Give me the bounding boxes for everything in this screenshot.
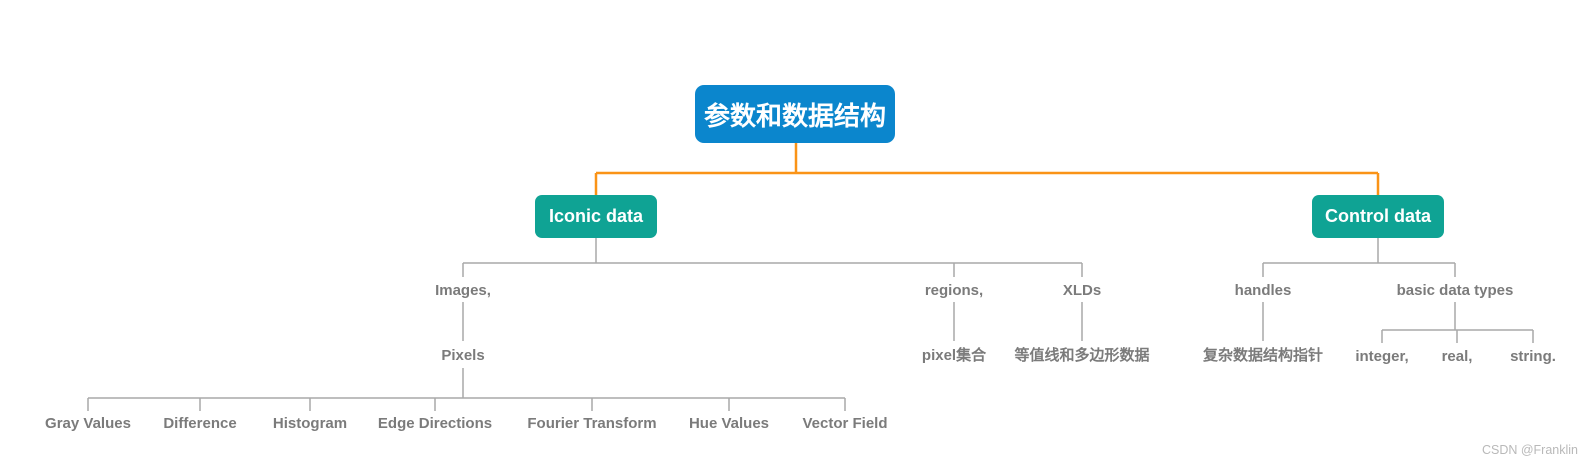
- primary-connector-lines: [594, 143, 1380, 195]
- node-control-data-label: Control data: [1325, 206, 1431, 226]
- node-fourier-transform[interactable]: Fourier Transform: [527, 415, 657, 432]
- node-root[interactable]: 参数和数据结构: [695, 85, 895, 143]
- node-regions[interactable]: regions,: [924, 282, 984, 299]
- secondary-connector-lines: [87, 238, 1534, 411]
- node-pixel-set[interactable]: pixel集合: [921, 347, 987, 364]
- node-type-string[interactable]: string.: [1510, 348, 1556, 365]
- node-xlds[interactable]: XLDs: [1062, 282, 1102, 299]
- node-iconic-data[interactable]: Iconic data: [535, 195, 657, 238]
- node-control-data[interactable]: Control data: [1312, 195, 1444, 238]
- node-type-real[interactable]: real,: [1441, 348, 1473, 365]
- node-pixels[interactable]: Pixels: [441, 347, 485, 364]
- node-gray-values[interactable]: Gray Values: [45, 415, 131, 432]
- node-histogram[interactable]: Histogram: [272, 415, 348, 432]
- node-difference[interactable]: Difference: [163, 415, 237, 432]
- watermark: CSDN @Franklin: [1481, 443, 1578, 457]
- node-edge-directions[interactable]: Edge Directions: [377, 415, 493, 432]
- node-hue-values[interactable]: Hue Values: [688, 415, 770, 432]
- node-vector-field[interactable]: Vector Field: [802, 415, 888, 432]
- node-root-label: 参数和数据结构: [703, 100, 886, 131]
- node-handles[interactable]: handles: [1234, 282, 1292, 299]
- node-iconic-data-label: Iconic data: [548, 206, 644, 226]
- node-xld-desc[interactable]: 等值线和多边形数据: [1014, 347, 1150, 364]
- node-basic-data-types[interactable]: basic data types: [1396, 282, 1514, 299]
- node-handles-desc[interactable]: 复杂数据结构指针: [1202, 347, 1324, 364]
- node-type-integer[interactable]: integer,: [1355, 348, 1409, 365]
- node-images[interactable]: Images,: [435, 282, 491, 299]
